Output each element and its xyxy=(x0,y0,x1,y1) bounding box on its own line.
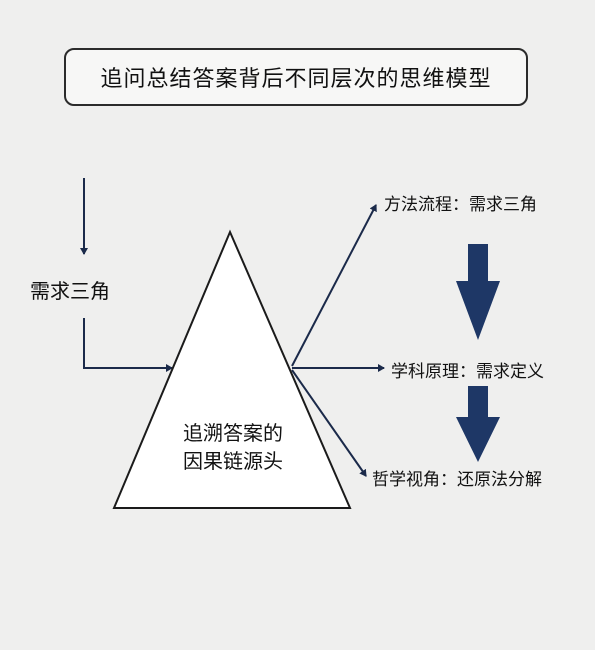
big-down-arrow-1 xyxy=(456,244,500,340)
right-label-philosophy: 哲学视角：还原法分解 xyxy=(372,470,542,490)
left-elbow-arrow xyxy=(83,318,173,372)
arrow-to-method xyxy=(291,204,377,367)
left-label-demand-triangle: 需求三角 xyxy=(30,279,110,303)
page-title: 追问总结答案背后不同层次的思维模型 xyxy=(100,67,492,92)
triangle xyxy=(112,229,352,509)
title-box: 追问总结答案背后不同层次的思维模型 xyxy=(64,48,528,106)
arrow-to-philosophy xyxy=(291,369,367,477)
triangle-text-line-2: 因果链源头 xyxy=(183,449,283,473)
big-down-arrow-2 xyxy=(456,386,500,462)
right-label-principle: 学科原理：需求定义 xyxy=(391,362,544,382)
right-label-method: 方法流程：需求三角 xyxy=(384,195,537,215)
triangle-text-line-1: 追溯答案的 xyxy=(183,421,283,445)
